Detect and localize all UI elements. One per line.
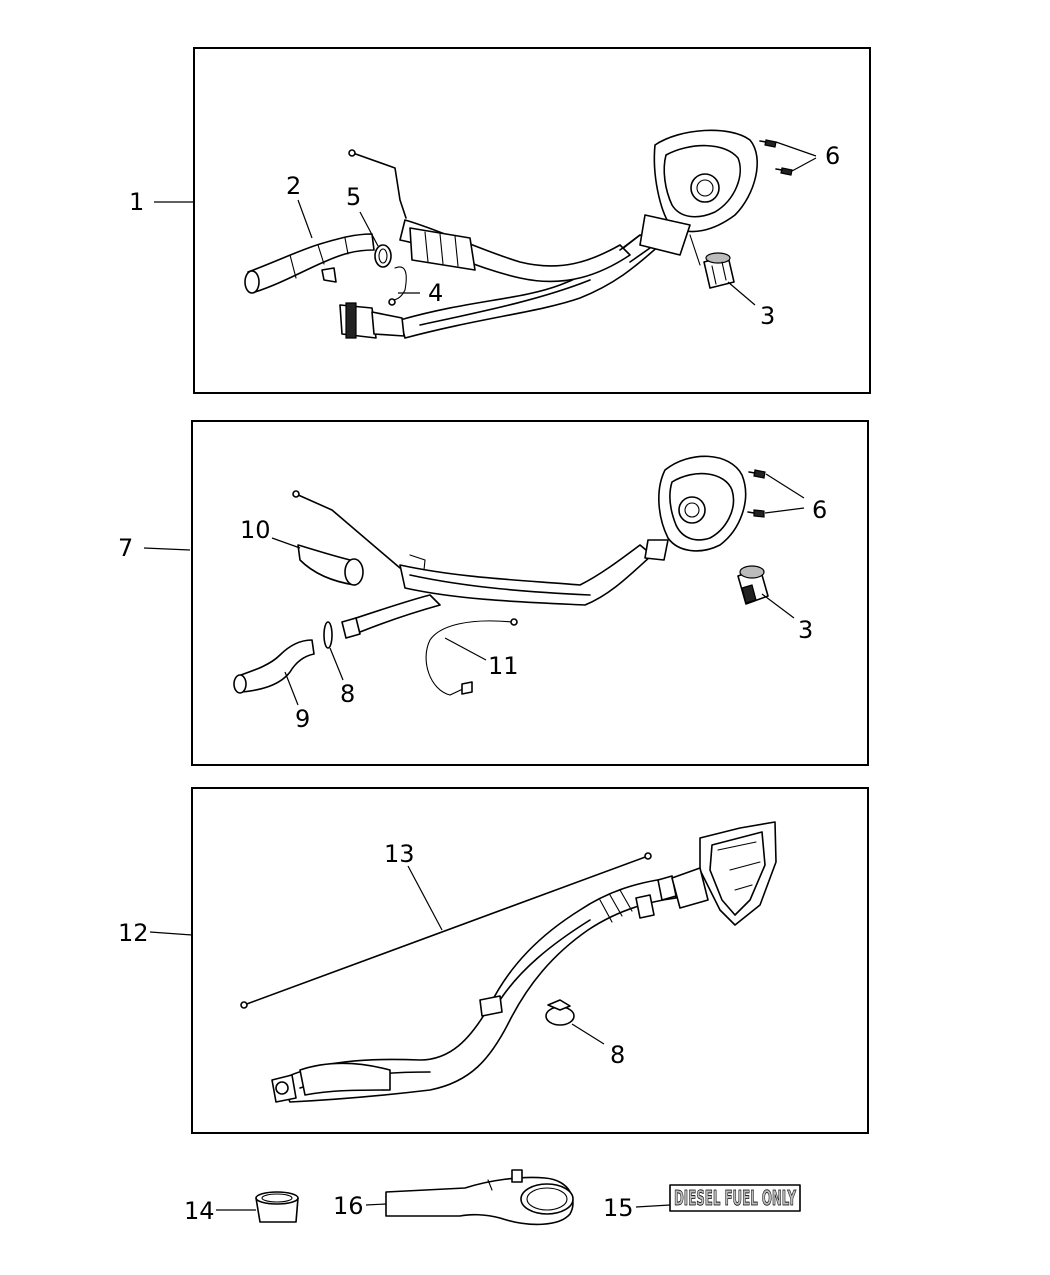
callout-4: 4 <box>428 279 443 307</box>
filler-tube-assembly-2 <box>292 455 747 639</box>
callout-13: 13 <box>384 840 415 868</box>
leader-11 <box>444 637 487 661</box>
screws-part-6a <box>759 139 793 176</box>
leader-10 <box>271 537 301 549</box>
panel-1: 1 2 5 4 3 6 <box>129 47 871 394</box>
callout-5: 5 <box>346 183 361 211</box>
fuel-cap-part-3a <box>703 252 735 289</box>
callout-11: 11 <box>488 652 519 680</box>
leader-2 <box>297 199 313 239</box>
leader-8a <box>329 647 344 681</box>
leader-8b <box>571 1023 605 1045</box>
callout-8a: 8 <box>340 680 355 708</box>
callout-6b: 6 <box>812 496 827 524</box>
clip-small <box>321 267 337 283</box>
leader-3b <box>761 593 795 619</box>
callout-10: 10 <box>240 516 271 544</box>
screws-part-6b <box>747 469 766 518</box>
callout-15: 15 <box>603 1194 634 1222</box>
callout-6a: 6 <box>825 142 840 170</box>
clamp-part-8b <box>545 999 575 1026</box>
callout-12: 12 <box>118 919 149 947</box>
callout-8b: 8 <box>610 1041 625 1069</box>
clamp-part-5 <box>374 244 392 268</box>
decal-part-15: DIESEL FUEL ONLY 15 <box>603 1184 801 1222</box>
ground-wire-part-11 <box>425 618 518 696</box>
callout-2: 2 <box>286 172 301 200</box>
fuel-cap-part-3b <box>737 565 769 605</box>
filler-pipe-part-16: 16 <box>333 1169 574 1226</box>
filler-tube-assembly-3 <box>271 821 777 1103</box>
callout-14: 14 <box>184 1197 215 1225</box>
leader-6b2 <box>764 507 805 514</box>
hose-part-10 <box>297 544 364 586</box>
leader-3a <box>727 281 756 306</box>
callout-16: 16 <box>333 1192 364 1220</box>
grommet-part-14: 14 <box>184 1191 299 1225</box>
leader-5 <box>359 211 379 247</box>
callout-1: 1 <box>129 188 144 216</box>
hose-part-2 <box>244 233 375 294</box>
leader-12 <box>149 931 193 936</box>
clamp-part-8a <box>323 621 333 649</box>
callout-3b: 3 <box>798 616 813 644</box>
decal-text: DIESEL FUEL ONLY <box>674 1186 796 1210</box>
panel-3: 12 13 8 <box>118 787 869 1134</box>
leader-6a2 <box>791 157 817 172</box>
callout-7: 7 <box>118 534 133 562</box>
leader-6b <box>765 473 805 499</box>
callout-9: 9 <box>295 705 310 733</box>
hose-part-9 <box>233 639 315 694</box>
rod-part-13 <box>240 852 652 1009</box>
leader-9 <box>284 671 299 706</box>
leader-6a <box>775 141 817 157</box>
filler-tube-assembly-1 <box>339 129 758 339</box>
callout-3a: 3 <box>760 302 775 330</box>
panel-2: 7 10 6 3 11 8 9 <box>118 420 869 766</box>
leader-7 <box>143 547 191 551</box>
leader-13 <box>407 865 443 931</box>
